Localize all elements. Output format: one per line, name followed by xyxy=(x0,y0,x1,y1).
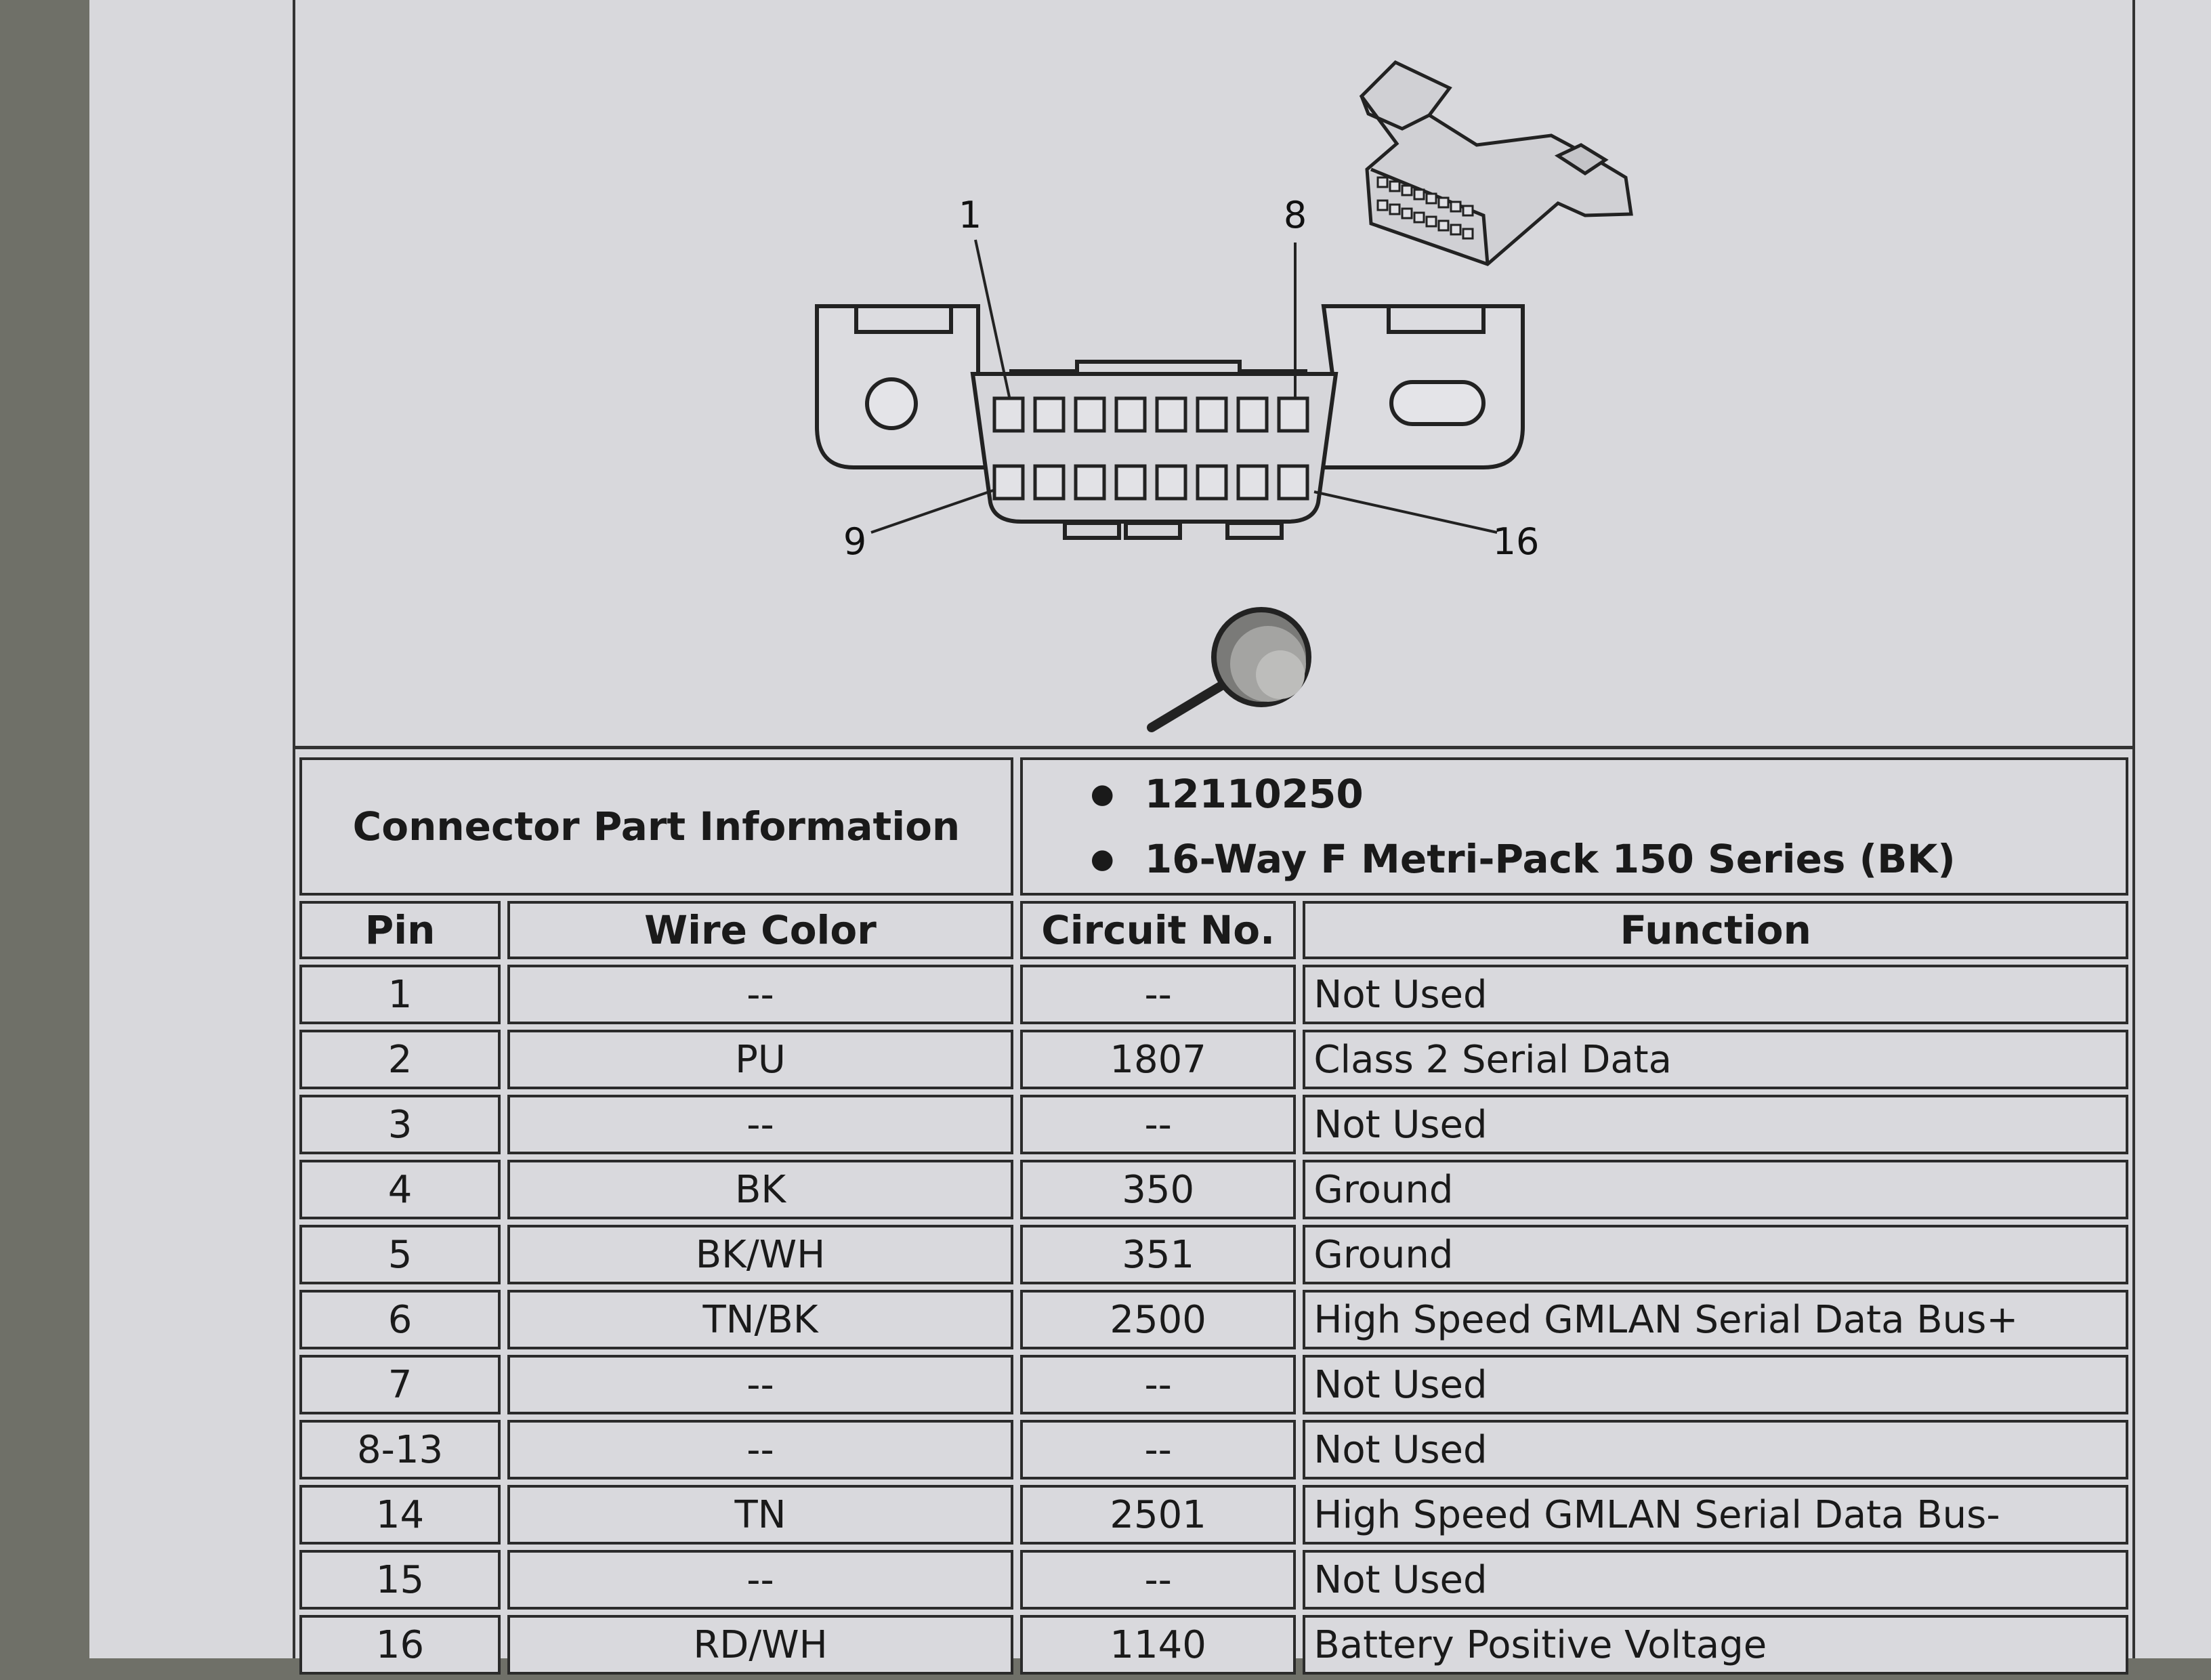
pin-cell: 8-13 xyxy=(299,1420,501,1479)
circuit-cell: -- xyxy=(1019,965,1297,1024)
pin-cell: 4 xyxy=(299,1160,501,1219)
function-cell: Ground xyxy=(1303,1160,2128,1219)
function-cell: Not Used xyxy=(1303,1550,2128,1610)
pin-cell: 6 xyxy=(299,1290,501,1349)
connector-diagram: 1 8 9 16 xyxy=(815,60,1633,732)
pin-cavity xyxy=(1114,464,1147,501)
connector-part-info-row: Connector Part Information 12110250 16-W… xyxy=(299,757,2128,896)
pin-cavity xyxy=(992,396,1025,433)
table-header-row: Pin Wire Color Circuit No. Function xyxy=(299,901,2128,959)
function-cell: Not Used xyxy=(1303,965,2128,1024)
connector-pin-cavities xyxy=(992,396,1309,501)
connector-diagram-panel xyxy=(293,0,2135,749)
pin-label-1: 1 xyxy=(959,194,982,236)
part-description: 16-Way F Metri-Pack 150 Series (BK) xyxy=(1091,826,2126,891)
pin-label-16: 16 xyxy=(1493,520,1540,563)
pin-cell: 14 xyxy=(299,1485,501,1545)
function-cell: Not Used xyxy=(1303,1355,2128,1414)
table-row: 7----Not Used xyxy=(299,1355,2128,1414)
table-row: 3----Not Used xyxy=(299,1095,2128,1154)
circuit-cell: -- xyxy=(1019,1095,1297,1154)
pin-cavity xyxy=(1236,464,1269,501)
pin-cell: 7 xyxy=(299,1355,501,1414)
header-wire-color: Wire Color xyxy=(507,901,1013,959)
header-circuit-no: Circuit No. xyxy=(1019,901,1297,959)
table-row: 8-13----Not Used xyxy=(299,1420,2128,1479)
function-cell: High Speed GMLAN Serial Data Bus+ xyxy=(1303,1290,2128,1349)
pin-cavity xyxy=(1277,396,1309,433)
pin-cavity xyxy=(1196,396,1228,433)
pin-label-9: 9 xyxy=(843,520,866,563)
table-row: 15----Not Used xyxy=(299,1550,2128,1610)
connector-part-info-values: 12110250 16-Way F Metri-Pack 150 Series … xyxy=(1019,757,2128,896)
wire-color-cell: TN/BK xyxy=(507,1290,1013,1349)
wire-color-cell: -- xyxy=(507,965,1013,1024)
part-number: 12110250 xyxy=(1091,761,2126,826)
circuit-cell: 350 xyxy=(1019,1160,1297,1219)
pin-label-8: 8 xyxy=(1284,194,1307,236)
circuit-cell: 2500 xyxy=(1019,1290,1297,1349)
pin-cell: 1 xyxy=(299,965,501,1024)
connector-body xyxy=(970,360,1339,540)
circuit-cell: -- xyxy=(1019,1420,1297,1479)
function-cell: Battery Positive Voltage xyxy=(1303,1615,2128,1675)
wire-color-cell: -- xyxy=(507,1095,1013,1154)
wire-color-cell: PU xyxy=(507,1030,1013,1089)
pin-leader-lines xyxy=(870,239,1498,534)
circuit-cell: 351 xyxy=(1019,1225,1297,1284)
pin-cavity xyxy=(1236,396,1269,433)
pin-cell: 16 xyxy=(299,1615,501,1675)
pin-cavity xyxy=(992,464,1025,501)
function-cell: Not Used xyxy=(1303,1420,2128,1479)
pin-cell: 2 xyxy=(299,1030,501,1089)
circuit-cell: -- xyxy=(1019,1550,1297,1610)
function-cell: Ground xyxy=(1303,1225,2128,1284)
wire-color-cell: BK xyxy=(507,1160,1013,1219)
pin-cavity xyxy=(1277,464,1309,501)
wire-color-cell: -- xyxy=(507,1355,1013,1414)
function-cell: Class 2 Serial Data xyxy=(1303,1030,2128,1089)
pin-cavity xyxy=(1033,396,1066,433)
circuit-cell: -- xyxy=(1019,1355,1297,1414)
pin-cavity xyxy=(1155,464,1187,501)
function-cell: Not Used xyxy=(1303,1095,2128,1154)
pin-cell: 15 xyxy=(299,1550,501,1610)
table-row: 1----Not Used xyxy=(299,965,2128,1024)
header-function: Function xyxy=(1303,901,2128,959)
wire-color-cell: BK/WH xyxy=(507,1225,1013,1284)
pin-cavity xyxy=(1033,464,1066,501)
pin-cavity xyxy=(1074,396,1106,433)
pin-cell: 5 xyxy=(299,1225,501,1284)
pin-cavity xyxy=(1074,464,1106,501)
header-pin: Pin xyxy=(299,901,501,959)
magnifier-icon xyxy=(1147,607,1311,732)
circuit-cell: 1140 xyxy=(1019,1615,1297,1675)
circuit-cell: 1807 xyxy=(1019,1030,1297,1089)
connector-table: Connector Part Information 12110250 16-W… xyxy=(293,752,2135,1680)
pin-cavity xyxy=(1155,396,1187,433)
wire-color-cell: -- xyxy=(507,1550,1013,1610)
page-frame xyxy=(293,0,2135,1658)
pin-cavity xyxy=(1114,396,1147,433)
pin-cavity xyxy=(1196,464,1228,501)
connector-part-info-label: Connector Part Information xyxy=(299,757,1013,896)
circuit-cell: 2501 xyxy=(1019,1485,1297,1545)
obd-connector-3d-icon xyxy=(1359,60,1633,266)
wire-color-cell: -- xyxy=(507,1420,1013,1479)
pin-cell: 3 xyxy=(299,1095,501,1154)
wire-color-cell: TN xyxy=(507,1485,1013,1545)
function-cell: High Speed GMLAN Serial Data Bus- xyxy=(1303,1485,2128,1545)
connector-left-ear xyxy=(815,304,992,469)
wire-color-cell: RD/WH xyxy=(507,1615,1013,1675)
connector-right-ear xyxy=(1314,304,1525,469)
